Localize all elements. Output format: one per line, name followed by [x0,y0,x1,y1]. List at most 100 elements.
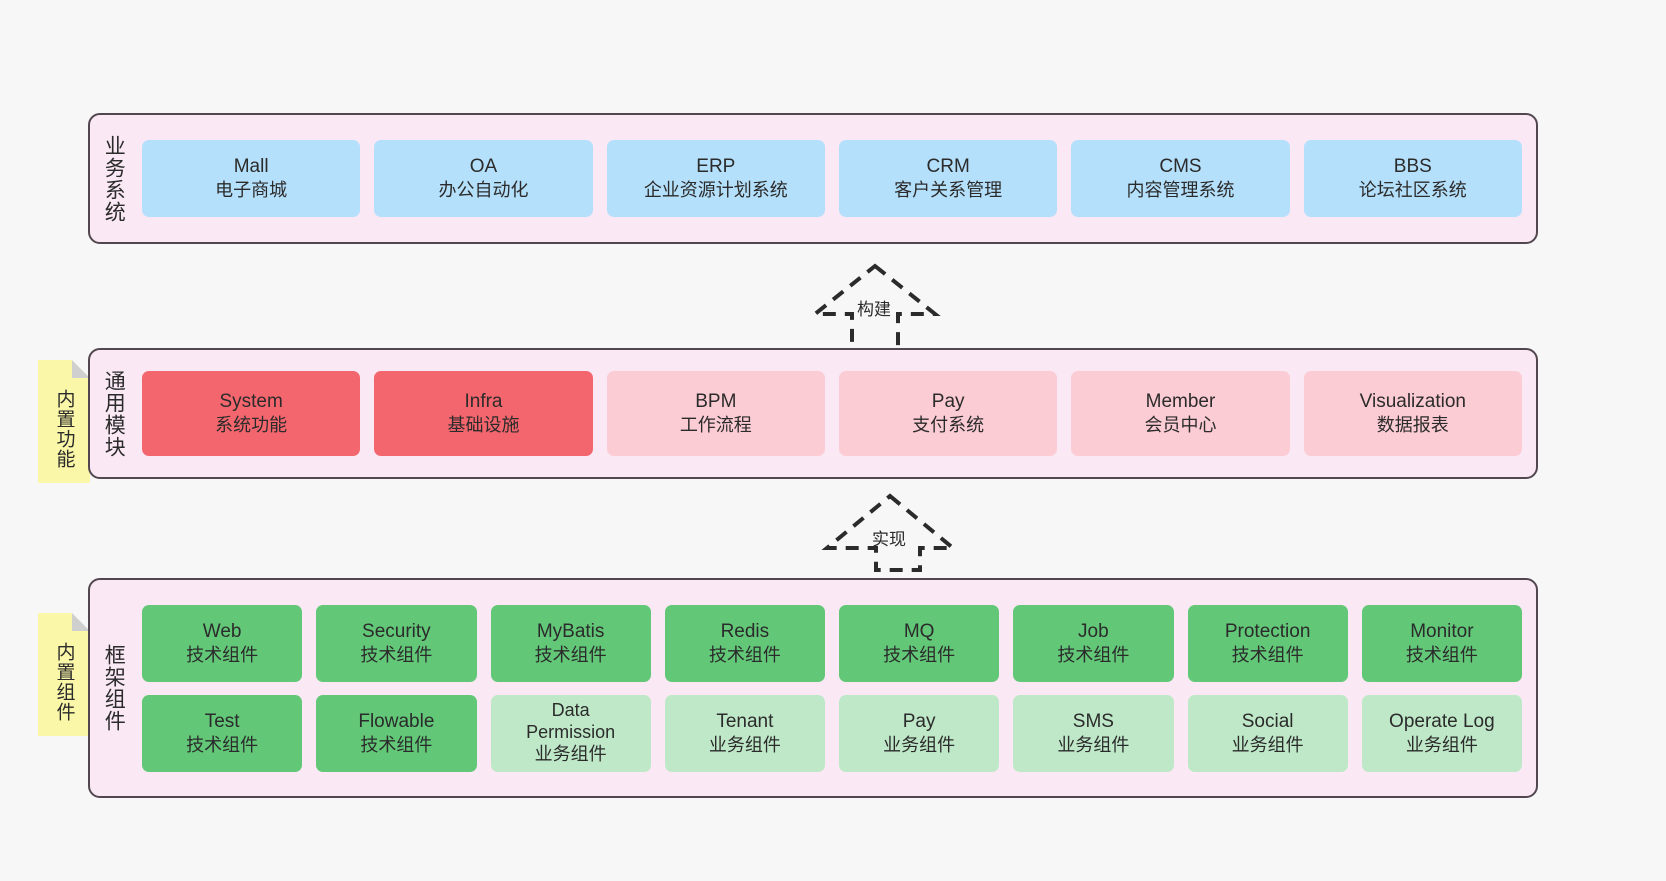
card-infra[interactable]: Infra 基础设施 [374,371,593,456]
card-web[interactable]: Web 技术组件 [142,604,303,682]
card-job-desc: 技术组件 [1057,644,1130,665]
card-oa-desc: 办公自动化 [438,180,529,201]
card-pay-component-name: Pay [902,710,936,732]
card-mall-name: Mall [233,156,269,178]
component-row-biz: Test 技术组件 Flowable 技术组件 Data Permission … [142,694,1522,772]
card-job-name: Job [1078,620,1109,642]
card-test[interactable]: Test 技术组件 [142,694,303,772]
card-flowable-desc: 技术组件 [360,734,433,755]
card-erp[interactable]: ERP 企业资源计划系统 [606,140,825,217]
layer-common-modules: 通用模块 System 系统功能 Infra 基础设施 BPM 工作流程 Pay… [88,348,1538,479]
card-security[interactable]: Security 技术组件 [316,604,477,682]
card-social-name: Social [1241,710,1294,732]
card-member[interactable]: Member 会员中心 [1071,371,1290,456]
card-system-desc: 系统功能 [215,415,288,436]
card-member-desc: 会员中心 [1144,415,1217,436]
layer-business-systems: 业务系统 Mall 电子商城 OA 办公自动化 ERP 企业资源计划系统 CRM… [88,113,1538,244]
card-monitor[interactable]: Monitor 技术组件 [1361,604,1522,682]
card-visualization-desc: 数据报表 [1376,415,1449,436]
card-redis-desc: 技术组件 [708,644,781,665]
card-social[interactable]: Social 业务组件 [1187,694,1348,772]
card-protection[interactable]: Protection 技术组件 [1187,604,1348,682]
card-cms-desc: 内容管理系统 [1126,180,1235,201]
card-redis[interactable]: Redis 技术组件 [664,604,825,682]
card-test-desc: 技术组件 [186,734,259,755]
card-pay-module[interactable]: Pay 支付系统 [838,371,1058,456]
card-crm-name: CRM [926,156,970,178]
card-security-desc: 技术组件 [360,644,433,665]
layer-title-framework-components: 框架组件 [102,644,126,732]
connector-implement [821,493,959,572]
card-protection-name: Protection [1224,620,1311,642]
card-bbs[interactable]: BBS 论坛社区系统 [1303,140,1522,217]
card-flowable-name: Flowable [358,710,435,732]
card-visualization[interactable]: Visualization 数据报表 [1303,371,1522,456]
card-bbs-desc: 论坛社区系统 [1358,180,1467,201]
card-mybatis[interactable]: MyBatis 技术组件 [490,604,651,682]
card-system[interactable]: System 系统功能 [142,371,361,456]
card-job[interactable]: Job 技术组件 [1013,604,1174,682]
layer-body-business-systems: Mall 电子商城 OA 办公自动化 ERP 企业资源计划系统 CRM 客户关系… [136,115,1536,242]
card-oa-name: OA [469,156,498,178]
card-mq-name: MQ [903,620,935,642]
connector-implement-shape [821,493,959,572]
card-social-desc: 业务组件 [1231,734,1304,755]
layer-title-common-modules: 通用模块 [102,369,126,458]
card-crm-desc: 客户关系管理 [894,180,1003,201]
note-builtin-components-label: 内置组件 [53,641,75,722]
card-sms-desc: 业务组件 [1057,734,1130,755]
card-data-permission[interactable]: Data Permission 业务组件 [490,694,651,772]
card-web-name: Web [202,620,242,642]
card-monitor-name: Monitor [1410,620,1474,642]
layer-framework-components: 框架组件 Web 技术组件 Security 技术组件 MyBatis 技术组件… [88,578,1538,798]
card-cms-name: CMS [1159,156,1202,178]
card-erp-name: ERP [696,156,736,178]
layer-body-framework-components: Web 技术组件 Security 技术组件 MyBatis 技术组件 Redi… [136,580,1536,796]
card-flowable[interactable]: Flowable 技术组件 [316,694,477,772]
card-mybatis-name: MyBatis [536,620,605,642]
card-data-permission-desc: 业务组件 [534,743,607,764]
card-oa[interactable]: OA 办公自动化 [374,140,593,217]
card-infra-name: Infra [464,391,503,413]
card-test-name: Test [204,710,240,732]
card-web-desc: 技术组件 [186,644,259,665]
card-operate-log-name: Operate Log [1389,710,1495,732]
card-mq-desc: 技术组件 [883,644,956,665]
layer-body-common-modules: System 系统功能 Infra 基础设施 BPM 工作流程 Pay 支付系统… [136,350,1536,477]
card-mq[interactable]: MQ 技术组件 [839,604,1000,682]
card-tenant-name: Tenant [716,710,774,732]
card-pay-component[interactable]: Pay 业务组件 [839,694,1000,772]
card-pay-module-desc: 支付系统 [912,415,985,436]
card-sms-name: SMS [1072,710,1114,732]
note-builtin-components: 内置组件 [38,613,90,736]
component-row-tech: Web 技术组件 Security 技术组件 MyBatis 技术组件 Redi… [142,604,1522,682]
card-pay-component-desc: 业务组件 [883,734,956,755]
note-builtin-features: 内置功能 [38,360,90,483]
card-sms[interactable]: SMS 业务组件 [1013,694,1174,772]
card-protection-desc: 技术组件 [1231,644,1304,665]
card-bpm-name: BPM [695,391,737,413]
layer-title-business-systems: 业务系统 [102,134,126,223]
card-member-name: Member [1145,391,1216,413]
card-pay-module-name: Pay [931,391,965,413]
card-redis-name: Redis [720,620,770,642]
card-operate-log-desc: 业务组件 [1405,734,1478,755]
card-mybatis-desc: 技术组件 [534,644,607,665]
card-data-permission-name: Data [551,700,590,721]
card-tenant-desc: 业务组件 [708,734,781,755]
card-erp-desc: 企业资源计划系统 [643,180,788,201]
card-mall-desc: 电子商城 [215,180,288,201]
card-bpm[interactable]: BPM 工作流程 [606,371,825,456]
card-data-permission-name2: Permission [526,722,616,743]
card-bbs-name: BBS [1393,156,1432,178]
card-visualization-name: Visualization [1359,391,1466,413]
card-tenant[interactable]: Tenant 业务组件 [664,694,825,772]
card-mall[interactable]: Mall 电子商城 [142,140,361,217]
card-operate-log[interactable]: Operate Log 业务组件 [1361,694,1522,772]
card-monitor-desc: 技术组件 [1405,644,1478,665]
card-security-name: Security [362,620,431,642]
connector-implement-label: 实现 [872,530,906,549]
card-crm[interactable]: CRM 客户关系管理 [838,140,1058,217]
card-cms[interactable]: CMS 内容管理系统 [1071,140,1290,217]
